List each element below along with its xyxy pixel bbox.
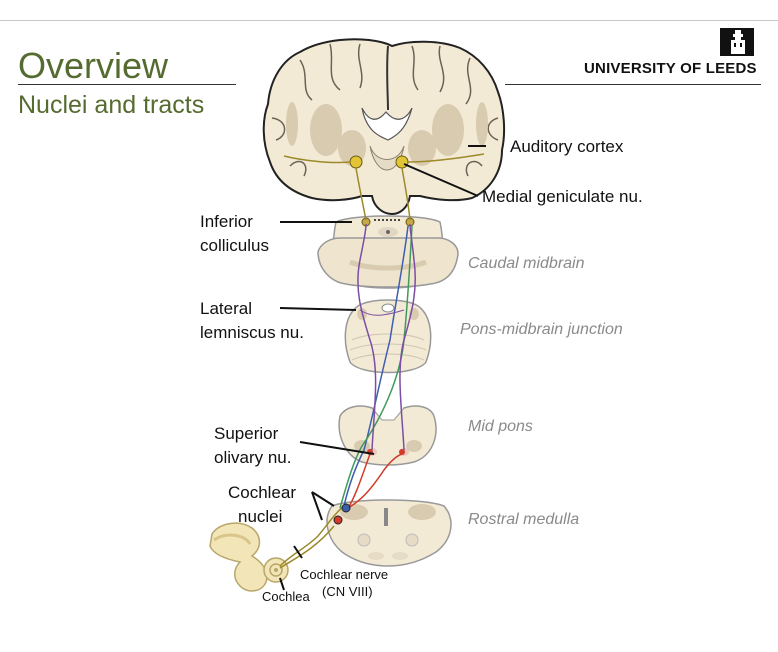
superior-olivary-leader — [299, 441, 375, 455]
cochlea-image — [209, 522, 289, 592]
medial-geniculate-leader — [403, 163, 479, 197]
caudal-midbrain-section — [317, 215, 459, 289]
label-cochlea: Cochlea — [262, 589, 310, 604]
level-pons-midbrain-junction: Pons-midbrain junction — [460, 321, 623, 338]
label-cochlear-nuclei-line2: nuclei — [238, 507, 283, 526]
cochlear-nuclei-leader-1 — [311, 491, 335, 507]
rostral-medulla-section — [326, 499, 452, 567]
label-cochlear-nerve-line2: (CN VIII) — [322, 584, 373, 599]
pons-midbrain-section — [344, 299, 432, 374]
auditory-tracts — [279, 167, 417, 569]
cochlear-nuclei-leader-2 — [311, 491, 323, 521]
label-inferior-colliculus-line1: Inferior — [200, 212, 253, 231]
title-rule — [18, 84, 236, 85]
university-logo-icon — [720, 28, 754, 56]
university-name: UNIVERSITY OF LEEDS — [584, 60, 757, 77]
top-divider — [0, 20, 778, 21]
coronal-brain-section — [262, 38, 506, 216]
lateral-lemniscus-leader — [279, 307, 357, 311]
label-superior-olivary-line2: olivary nu. — [214, 448, 292, 467]
label-auditory-cortex: Auditory cortex — [510, 137, 624, 156]
label-superior-olivary-line1: Superior — [214, 424, 279, 443]
level-mid-pons: Mid pons — [468, 418, 533, 435]
label-lateral-lemniscus-line1: Lateral — [200, 299, 252, 318]
cochlear-nerve-leader — [293, 545, 303, 559]
page-subtitle: Nuclei and tracts — [18, 91, 205, 119]
level-rostral-medulla: Rostral medulla — [468, 511, 580, 528]
page-title: Overview — [18, 45, 169, 86]
label-lateral-lemniscus-line2: lemniscus nu. — [200, 323, 304, 342]
label-cochlear-nerve-line1: Cochlear nerve — [300, 567, 389, 582]
logo-rule — [505, 84, 761, 85]
label-cochlear-nuclei-line1: Cochlear — [228, 483, 297, 502]
cochlea-leader — [279, 577, 285, 591]
label-medial-geniculate: Medial geniculate nu. — [482, 187, 643, 206]
leader-lines — [279, 145, 486, 591]
level-caudal-midbrain: Caudal midbrain — [468, 255, 585, 272]
label-inferior-colliculus-line2: colliculus — [200, 236, 269, 255]
mid-pons-section — [338, 405, 437, 466]
